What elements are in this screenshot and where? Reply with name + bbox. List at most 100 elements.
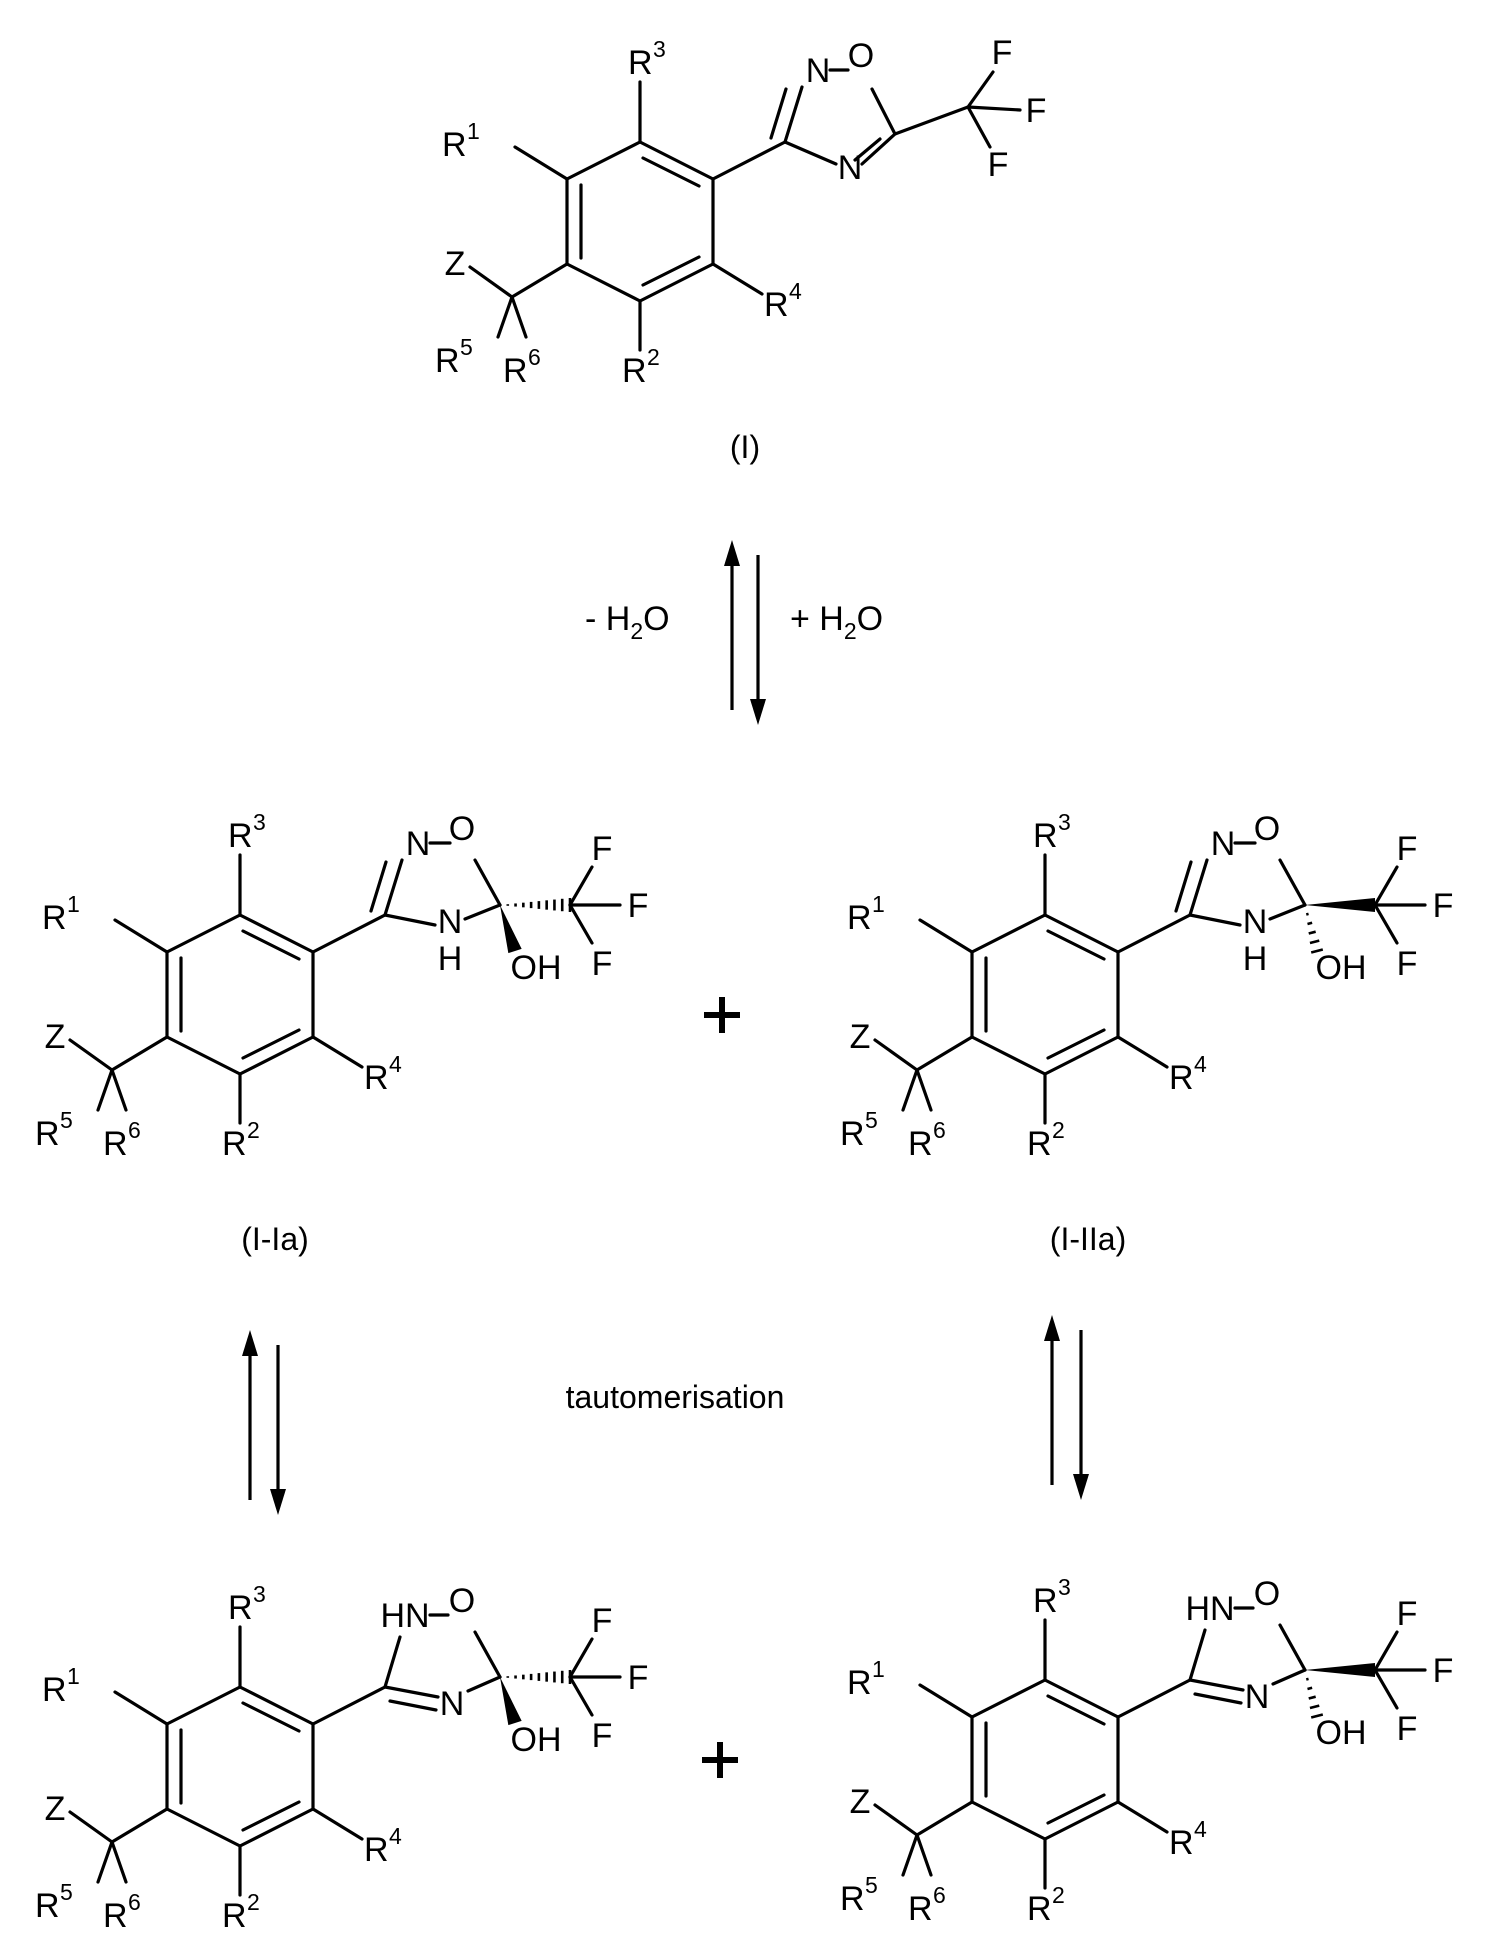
r5-label-letter: R (35, 1115, 60, 1153)
r3-label-sup: 3 (1058, 809, 1071, 835)
r1-label-letter: R (847, 1664, 872, 1702)
r2-label-letter: R (622, 352, 647, 390)
structure-I-Ia: R3R1R4R2ZR5R6NONHOHFFF (35, 809, 648, 1163)
r4-label-letter: R (1169, 1059, 1194, 1097)
r2-label-sup: 2 (247, 1117, 260, 1143)
bond-ch2 (917, 1802, 972, 1835)
bond-c3-n2-double (1176, 862, 1191, 911)
ring-n4-atom: N (440, 1685, 465, 1723)
bond-cf3-f2 (968, 107, 1020, 110)
bond-c5-cf3 (895, 107, 968, 134)
bond-r6 (112, 1842, 126, 1882)
hydroxyl-label: OH (511, 1721, 562, 1759)
benzene-ring (167, 915, 313, 1074)
r2-label-sup: 2 (247, 1889, 260, 1915)
r3-label-letter: R (228, 1589, 253, 1627)
bond-o1-c5 (1280, 1625, 1305, 1670)
bond-aryl-c3 (313, 915, 385, 952)
z-label: Z (45, 1790, 66, 1828)
r6-label-letter: R (908, 1125, 933, 1163)
r5-label-sup: 5 (865, 1107, 878, 1133)
ring-double-bond (243, 931, 299, 959)
r4-label-sup: 4 (389, 1051, 402, 1077)
bond-cf3-f3 (1375, 1670, 1397, 1708)
ring-double-bond (1048, 1030, 1104, 1058)
bond-r4 (1118, 1802, 1167, 1832)
r1-label-sup: 1 (67, 1663, 80, 1689)
bond-cf3-f1 (570, 867, 592, 905)
z-label: Z (445, 245, 466, 283)
bond-z (70, 1040, 112, 1070)
wedge-bond-oh (500, 905, 522, 953)
structure-tautomer-IIb: R3R1R4R2ZR5R6HNONOHFFF (840, 1574, 1453, 1928)
benzene-ring (972, 1680, 1118, 1839)
bond-cf3-f3 (570, 1677, 592, 1715)
bond-r4 (713, 264, 762, 294)
ring-nh-hydrogen: H (1243, 940, 1268, 978)
z-label: Z (45, 1018, 66, 1056)
label-I: (I) (730, 429, 760, 465)
bond-r1 (515, 147, 567, 179)
ring-n2-atom: N (806, 52, 831, 90)
z-label: Z (850, 1018, 871, 1056)
r6-label-sup: 6 (933, 1882, 946, 1908)
fluorine-atom: F (628, 1659, 649, 1697)
r5-label-letter: R (435, 342, 460, 380)
bond-o1-c5 (1280, 860, 1305, 905)
fluorine-atom: F (992, 34, 1013, 72)
bond-r6 (512, 297, 526, 337)
r2-label-letter: R (1027, 1890, 1052, 1928)
label-I-Ia: (I-Ia) (241, 1221, 309, 1257)
r2-label-sup: 2 (1052, 1117, 1065, 1143)
bond-o1-c5 (475, 1632, 500, 1677)
bond-r4 (313, 1809, 362, 1839)
structure-I: R3R1R4R2ZR5R6NONFFF (435, 34, 1046, 390)
bond-z (470, 267, 512, 297)
r2-label-letter: R (1027, 1125, 1052, 1163)
benzene-ring (972, 915, 1118, 1074)
benzene-ring (167, 1687, 313, 1846)
hashed-bond-oh (1306, 914, 1323, 953)
bond-z (70, 1812, 112, 1842)
ring-o1-atom: O (449, 1582, 475, 1620)
r1-label-letter: R (847, 899, 872, 937)
r5-label-letter: R (840, 1115, 865, 1153)
r5-label-sup: 5 (460, 334, 473, 360)
fluorine-atom: F (1026, 92, 1047, 130)
bond-ch2 (112, 1809, 167, 1842)
bond-c3-n2 (785, 87, 802, 142)
ring-bond (567, 142, 640, 179)
r4-label-letter: R (364, 1059, 389, 1097)
ring-double-bond (243, 1030, 299, 1058)
wedge-bond-cf3 (1305, 898, 1375, 912)
bond-c3-n4-double (390, 1701, 436, 1710)
r1-label-sup: 1 (467, 118, 480, 144)
bond-r6 (917, 1835, 931, 1875)
bond-r5 (98, 1070, 112, 1110)
r1-label-letter: R (42, 1671, 67, 1709)
ring-bond (567, 264, 640, 301)
bond-cf3-f1 (968, 72, 993, 107)
r4-label-letter: R (764, 286, 789, 324)
bond-r4 (1118, 1037, 1167, 1067)
tautomer-arrow-right-down (1073, 1330, 1089, 1500)
fluorine-atom: F (628, 887, 649, 925)
r6-label-letter: R (103, 1897, 128, 1935)
r3-label-sup: 3 (253, 1581, 266, 1607)
bond-r4 (313, 1037, 362, 1067)
tautomer-arrow-left-up (242, 1330, 258, 1500)
bond-aryl-c3 (1118, 915, 1190, 952)
bond-ch2 (112, 1037, 167, 1070)
bond-c3-n4-double (1195, 1694, 1241, 1703)
bond-c3-nh (1190, 1630, 1205, 1680)
ring-nh-atom: N (1243, 903, 1268, 941)
bond-ch2 (512, 264, 567, 297)
r5-label-sup: 5 (60, 1879, 73, 1905)
bond-cf3-f3 (968, 107, 990, 147)
ring-nh-atom: N (438, 903, 463, 941)
bond-o1-c5 (475, 860, 500, 905)
bond-c3-n2-double (371, 862, 386, 911)
bond-c3-n4 (1190, 915, 1240, 925)
bond-c3-n2 (385, 860, 402, 915)
fluorine-atom: F (1397, 830, 1418, 868)
